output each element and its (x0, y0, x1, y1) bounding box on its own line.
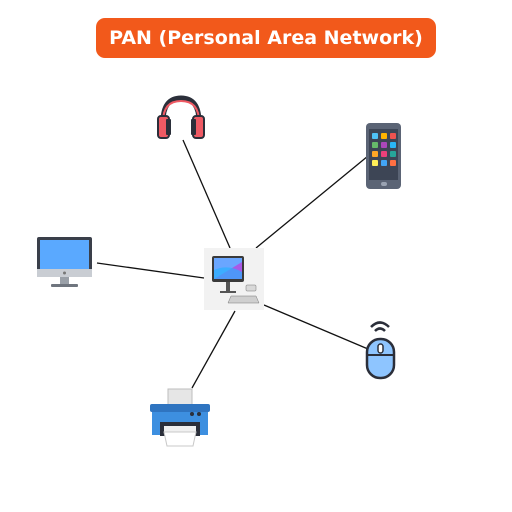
headphones-icon (157, 95, 205, 139)
diagram-title: PAN (Personal Area Network) (109, 27, 423, 49)
desktop-computer-icon (204, 248, 264, 310)
printer-icon (150, 388, 210, 447)
link-smartphone (255, 155, 369, 249)
wireless-mouse-icon (365, 321, 396, 380)
link-monitor (96, 262, 205, 279)
connections (96, 139, 369, 389)
link-printer (191, 310, 236, 389)
monitor-icon (37, 237, 92, 287)
title-banner: PAN (Personal Area Network) (96, 18, 436, 58)
smartphone-icon (366, 123, 401, 189)
link-headphones (182, 139, 231, 249)
link-mouse (263, 304, 369, 350)
